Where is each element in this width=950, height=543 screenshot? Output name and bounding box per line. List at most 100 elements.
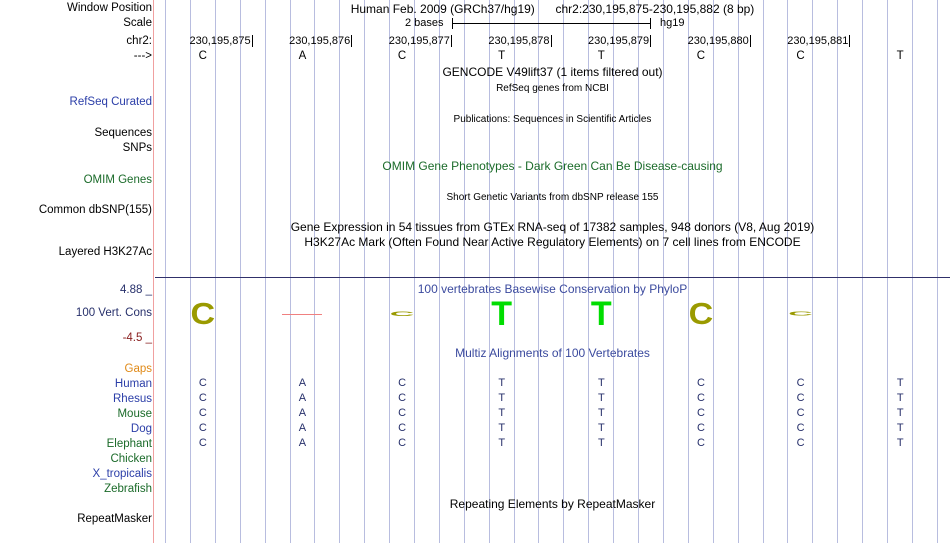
- scale-bar-label: 2 bases: [405, 17, 444, 29]
- label-species-mouse[interactable]: Mouse: [117, 408, 152, 420]
- label-refseq-curated[interactable]: RefSeq Curated: [69, 96, 152, 108]
- label-sequences[interactable]: Sequences: [94, 127, 152, 139]
- alignment-base-letter: A: [298, 422, 307, 434]
- track-title-omim[interactable]: OMIM Gene Phenotypes - Dark Green Can Be…: [382, 159, 723, 173]
- alignment-base-letter: C: [198, 407, 207, 419]
- ruler-base-letter: C: [198, 50, 207, 62]
- ruler-tick: [251, 35, 253, 47]
- track-title-phylop[interactable]: 100 vertebrates Basewise Conservation by…: [417, 282, 688, 296]
- scale-bar-right-cap: [650, 18, 651, 29]
- label-strand-arrow: --->: [133, 50, 152, 62]
- track-title-repeatmasker[interactable]: Repeating Elements by RepeatMasker: [449, 497, 656, 511]
- conservation-zero-dash: [282, 314, 323, 315]
- alignment-base-letter: C: [796, 437, 805, 449]
- scale-bar-line: [452, 23, 650, 24]
- alignment-base-letter: T: [896, 392, 904, 404]
- alignment-base-letter: T: [498, 422, 506, 434]
- conservation-base-glyph[interactable]: C: [190, 296, 216, 332]
- alignment-base-letter: T: [896, 422, 904, 434]
- alignment-base-letter: C: [696, 422, 705, 434]
- assembly-title: Human Feb. 2009 (GRCh37/hg19): [350, 2, 535, 16]
- conservation-base-glyph[interactable]: C: [688, 296, 714, 332]
- track-title-refseq[interactable]: RefSeq genes from NCBI: [496, 83, 609, 94]
- cons-axis-min: -4.5 _: [122, 332, 152, 344]
- label-species-human[interactable]: Human: [114, 378, 152, 390]
- alignment-base-letter: C: [198, 422, 207, 434]
- label-layered-h3k27ac[interactable]: Layered H3K27Ac: [58, 246, 152, 258]
- alignment-base-letter: A: [298, 407, 307, 419]
- label-species-rhesus[interactable]: Rhesus: [113, 393, 152, 405]
- ruler-base-letter: T: [597, 50, 605, 62]
- track-left-boundary-line: [153, 0, 154, 543]
- alignment-base-letter: C: [796, 407, 805, 419]
- label-species-dog[interactable]: Dog: [130, 423, 152, 435]
- alignment-base-letter: T: [597, 437, 605, 449]
- ruler-position-label: 230,195,877: [388, 35, 450, 47]
- label-scale: Scale: [123, 17, 152, 29]
- ruler-base-letter: T: [498, 50, 506, 62]
- ruler-base-letter: C: [796, 50, 805, 62]
- ruler-position-label: 230,195,880: [687, 35, 749, 47]
- alignment-base-letter: T: [597, 377, 605, 389]
- conservation-base-glyph[interactable]: C: [389, 310, 415, 318]
- label-species-elephant[interactable]: Elephant: [106, 438, 152, 450]
- ruler-position-label: 230,195,881: [787, 35, 849, 47]
- conservation-base-glyph[interactable]: C: [788, 311, 813, 317]
- label-repeatmasker[interactable]: RepeatMasker: [77, 513, 152, 525]
- label-gaps: Gaps: [124, 363, 153, 375]
- alignment-base-letter: T: [597, 392, 605, 404]
- alignment-base-letter: C: [398, 422, 407, 434]
- ruler-position-label: 230,195,876: [289, 35, 351, 47]
- alignment-base-letter: C: [796, 392, 805, 404]
- label-100-vert-cons[interactable]: 100 Vert. Cons: [75, 307, 152, 319]
- ruler-base-letter: A: [298, 50, 307, 62]
- alignment-base-letter: C: [398, 392, 407, 404]
- conservation-track-top-border: [155, 277, 950, 278]
- label-common-dbsnp[interactable]: Common dbSNP(155): [38, 204, 152, 216]
- alignment-base-letter: C: [198, 437, 207, 449]
- alignment-base-letter: T: [896, 377, 904, 389]
- ruler-base-letter: T: [896, 50, 904, 62]
- track-title-gtex[interactable]: Gene Expression in 54 tissues from GTEx …: [290, 220, 815, 234]
- ruler-base-letter: C: [397, 50, 407, 62]
- alignment-base-letter: C: [796, 377, 805, 389]
- label-species-chicken[interactable]: Chicken: [110, 453, 152, 465]
- scale-bar-left-cap: [452, 18, 453, 29]
- track-title-dbsnp[interactable]: Short Genetic Variants from dbSNP releas…: [446, 192, 659, 203]
- assembly-db-label: hg19: [660, 17, 685, 29]
- alignment-base-letter: T: [498, 392, 506, 404]
- label-snps[interactable]: SNPs: [122, 142, 152, 154]
- label-species-zebrafish[interactable]: Zebrafish: [104, 483, 152, 495]
- alignment-base-letter: T: [896, 407, 904, 419]
- alignment-base-letter: T: [498, 437, 506, 449]
- alignment-base-letter: C: [398, 437, 407, 449]
- label-species-x-tropicalis[interactable]: X_tropicalis: [92, 468, 152, 480]
- alignment-base-letter: C: [696, 377, 705, 389]
- track-title-h3k27ac[interactable]: H3K27Ac Mark (Often Found Near Active Re…: [304, 235, 801, 249]
- conservation-base-glyph[interactable]: T: [491, 295, 513, 333]
- alignment-base-letter: C: [696, 437, 705, 449]
- track-title-multiz[interactable]: Multiz Alignments of 100 Vertebrates: [455, 346, 650, 360]
- ruler-tick: [550, 35, 552, 47]
- ruler-tick: [351, 35, 353, 47]
- alignment-base-letter: C: [198, 392, 207, 404]
- alignment-base-letter: C: [696, 407, 705, 419]
- track-title-gencode[interactable]: GENCODE V49lift37 (1 items filtered out): [442, 65, 663, 79]
- position-range: chr2:230,195,875-230,195,882 (8 bp): [555, 2, 755, 16]
- ruler-position-label: 230,195,879: [587, 35, 650, 47]
- alignment-base-letter: A: [298, 437, 307, 449]
- conservation-base-glyph[interactable]: T: [590, 295, 612, 333]
- alignment-base-letter: T: [597, 422, 605, 434]
- alignment-base-letter: A: [298, 377, 307, 389]
- alignment-base-letter: C: [198, 377, 207, 389]
- cons-axis-max: 4.88 _: [120, 284, 152, 296]
- assembly-title-line: Human Feb. 2009 (GRCh37/hg19) chr2:230,1…: [155, 2, 950, 16]
- label-chrom: chr2:: [126, 35, 152, 47]
- alignment-base-letter: T: [498, 407, 506, 419]
- label-omim-genes[interactable]: OMIM Genes: [83, 174, 152, 186]
- alignment-base-letter: C: [398, 377, 407, 389]
- alignment-base-letter: T: [896, 437, 904, 449]
- ruler-position-label: 230,195,875: [189, 35, 251, 47]
- track-title-publications[interactable]: Publications: Sequences in Scientific Ar…: [453, 114, 652, 125]
